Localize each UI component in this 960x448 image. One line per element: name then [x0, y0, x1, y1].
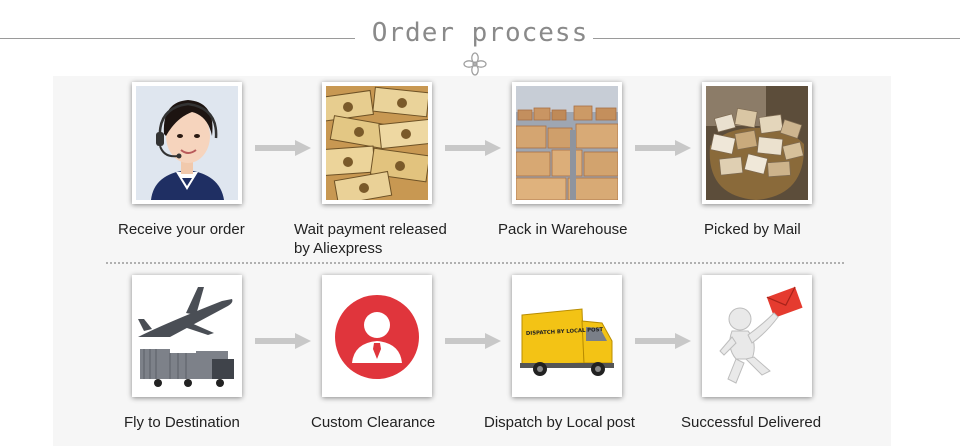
step-card-custom-clearance — [322, 275, 432, 397]
arrow-right-icon — [445, 333, 501, 349]
arrow-right-icon — [255, 140, 311, 156]
warehouse-boxes-icon — [516, 86, 618, 200]
step-card-successful-delivered — [702, 275, 812, 397]
title-rule-left — [0, 38, 355, 39]
step-card-picked-mail — [702, 82, 812, 204]
step-label-dispatch-local-post: Dispatch by Local post — [484, 414, 635, 431]
step-label-receive-order: Receive your order — [118, 221, 245, 238]
airplane-truck-icon — [136, 279, 238, 393]
step-label-pack-warehouse: Pack in Warehouse — [498, 221, 628, 238]
arrow-right-icon — [255, 333, 311, 349]
delivery-truck-icon: DISPATCH BY LOCAL POST — [516, 279, 618, 393]
customer-service-agent-icon — [136, 86, 238, 200]
step-label-wait-payment: Wait payment released — [294, 221, 447, 238]
step-card-wait-payment — [322, 82, 432, 204]
step-card-fly-destination — [132, 275, 242, 397]
title-rule-right — [593, 38, 960, 39]
step-label-picked-mail: Picked by Mail — [704, 221, 801, 238]
flower-icon — [463, 52, 487, 76]
delivered-envelope-icon — [706, 279, 808, 393]
arrow-right-icon — [445, 140, 501, 156]
step-card-pack-warehouse — [512, 82, 622, 204]
step-label-custom-clearance: Custom Clearance — [311, 414, 436, 431]
customs-officer-icon — [326, 279, 428, 393]
step-label-successful-delivered: Successful Delivered — [681, 414, 822, 431]
mail-parcels-icon — [706, 86, 808, 200]
arrow-right-icon — [635, 140, 691, 156]
step-card-dispatch-local-post: DISPATCH BY LOCAL POST — [512, 275, 622, 397]
page-title: Order process — [371, 18, 589, 48]
arrow-right-icon — [635, 333, 691, 349]
row-divider — [106, 262, 844, 264]
truck-side-text: DISPATCH BY LOCAL POST — [526, 327, 604, 337]
step-label-fly-destination: Fly to Destination — [124, 414, 240, 431]
step-card-receive-order — [132, 82, 242, 204]
step-label-wait-payment-line2: by Aliexpress — [294, 240, 383, 257]
money-stack-icon — [326, 86, 428, 200]
